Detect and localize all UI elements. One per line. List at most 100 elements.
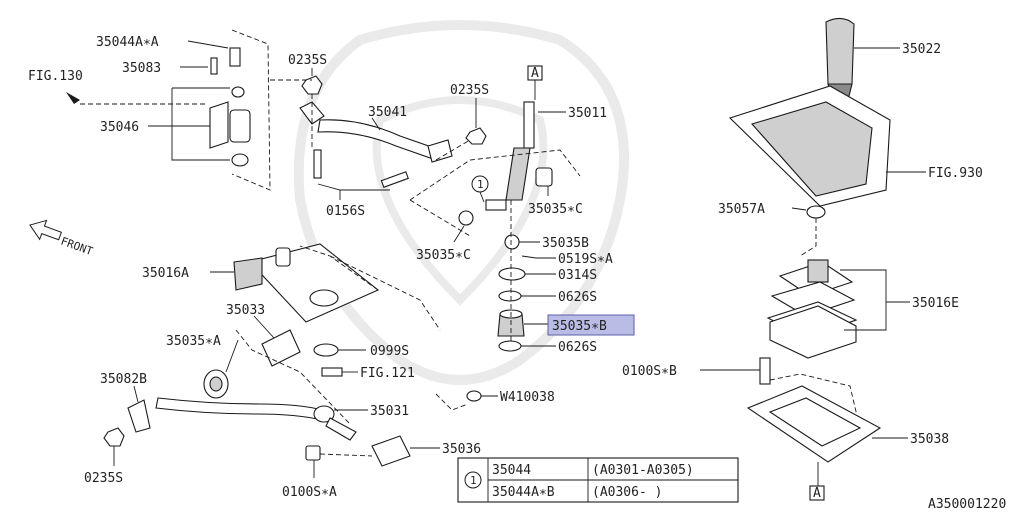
label-0519s-a[interactable]: 0519S∗A	[558, 252, 613, 267]
label-35016e[interactable]: 35016E	[912, 296, 959, 311]
part-35044a-a-pin[interactable]	[229, 47, 241, 67]
part-35082b[interactable]	[127, 399, 151, 433]
label-0100s-a[interactable]: 0100S∗A	[282, 485, 337, 500]
label-35035b-highlight[interactable]: 35035∗B	[552, 319, 607, 334]
group-35011	[409, 65, 581, 352]
label-35044a-a[interactable]: 35044A∗A	[96, 35, 159, 50]
label-0626s-1[interactable]: 0626S	[558, 290, 597, 305]
front-arrow	[29, 219, 63, 241]
part-w410038[interactable]	[466, 390, 482, 402]
part-35035b[interactable]	[504, 234, 520, 250]
labels: 35044A∗A 35083 FIG.130 35046 0235S 0235S…	[28, 35, 1006, 512]
part-shift-boot[interactable]	[751, 101, 873, 197]
label-front: FRONT	[59, 235, 95, 259]
part-0235s-nut-1[interactable]	[301, 75, 323, 95]
part-0235s-nut-3[interactable]	[103, 427, 125, 447]
part-35031-rod[interactable]	[155, 397, 323, 421]
label-35046[interactable]: 35046	[100, 120, 139, 135]
part-0314s[interactable]	[498, 267, 526, 281]
part-0999s[interactable]	[313, 343, 339, 357]
fig130-arrow	[66, 92, 80, 104]
part-35044-pin[interactable]	[485, 199, 507, 211]
group-35016a	[103, 243, 498, 478]
group-35041	[270, 68, 487, 200]
part-35031-tip[interactable]	[325, 417, 357, 441]
part-0626s-2[interactable]	[498, 340, 522, 352]
part-35046-bracket[interactable]	[209, 101, 229, 149]
legend-row-2-part: 35044A∗B	[492, 485, 555, 500]
label-35038[interactable]: 35038	[910, 432, 949, 447]
part-35036[interactable]	[371, 435, 411, 467]
label-fig130[interactable]: FIG.130	[28, 69, 83, 84]
label-35082b[interactable]: 35082B	[100, 372, 147, 387]
part-35046-body[interactable]	[229, 109, 251, 143]
part-0235s-nut-2[interactable]	[465, 127, 487, 145]
diagram-id: A350001220	[928, 497, 1006, 512]
label-35041[interactable]: 35041	[368, 105, 407, 120]
part-0100s-a[interactable]	[305, 445, 321, 461]
label-35022[interactable]: 35022	[902, 42, 941, 57]
part-35033[interactable]	[261, 329, 301, 367]
highlight-35035b	[547, 314, 635, 336]
part-35016a-post[interactable]	[275, 247, 291, 267]
label-35083[interactable]: 35083	[122, 61, 161, 76]
label-0999s[interactable]: 0999S	[370, 344, 409, 359]
watermark-logo	[293, 20, 629, 385]
label-35035a[interactable]: 35035∗A	[166, 334, 221, 349]
part-bushing-top[interactable]	[231, 86, 245, 98]
part-35011-lever[interactable]	[505, 147, 531, 201]
label-circle-1: 1	[477, 178, 484, 191]
legend-row-2-range: (A0306- )	[592, 485, 662, 500]
label-35035b[interactable]: 35035B	[542, 236, 589, 251]
part-35035c-left[interactable]	[458, 210, 474, 226]
part-35016a-plate[interactable]	[248, 243, 380, 323]
part-35016e-boss	[807, 259, 829, 283]
part-35016a-boot[interactable]	[233, 257, 263, 291]
part-35035a-inner	[209, 376, 223, 392]
group-35046	[66, 29, 271, 191]
label-box-a-top: A	[531, 66, 539, 81]
label-35011[interactable]: 35011	[568, 106, 607, 121]
part-bushing-bottom[interactable]	[231, 153, 249, 167]
label-0314s[interactable]: 0314S	[558, 268, 597, 283]
part-0626s-1[interactable]	[498, 290, 522, 302]
legend-index: 1	[470, 474, 477, 487]
label-fig930[interactable]: FIG.930	[928, 166, 983, 181]
label-0156s[interactable]: 0156S	[326, 204, 365, 219]
label-box-a-bottom: A	[813, 486, 821, 501]
part-35016e-base[interactable]	[769, 305, 857, 359]
part-0156s-bolt-1[interactable]	[313, 149, 322, 179]
part-0100s-b[interactable]	[759, 357, 771, 385]
part-35011-rod[interactable]	[523, 101, 535, 149]
label-35016a[interactable]: 35016A	[142, 266, 189, 281]
ref-box-a-bottom	[809, 485, 825, 501]
part-35083[interactable]	[210, 57, 218, 75]
legend-index-circle	[464, 471, 482, 489]
label-35035c-left[interactable]: 35035∗C	[416, 248, 471, 263]
label-35057a[interactable]: 35057A	[718, 202, 765, 217]
part-0156s-bolt-2[interactable]	[380, 171, 409, 188]
label-35033[interactable]: 35033	[226, 303, 265, 318]
part-fig121-bolt[interactable]	[321, 367, 343, 377]
label-w410038[interactable]: W410038	[500, 390, 555, 405]
part-0519s-a[interactable]	[521, 255, 537, 259]
label-35031[interactable]: 35031	[370, 404, 409, 419]
part-35057a[interactable]	[806, 205, 826, 219]
label-0235s-3[interactable]: 0235S	[84, 471, 123, 486]
group-console	[700, 17, 926, 501]
part-35038-opening	[768, 397, 862, 447]
label-0235s-2[interactable]: 0235S	[450, 83, 489, 98]
part-35041-bracket[interactable]	[427, 139, 453, 163]
label-fig121[interactable]: FIG.121	[360, 366, 415, 381]
label-35036[interactable]: 35036	[442, 442, 481, 457]
part-35031-end[interactable]	[313, 405, 335, 423]
part-35016a-socket[interactable]	[309, 289, 339, 307]
part-35035c-right[interactable]	[535, 167, 553, 187]
label-0626s-2[interactable]: 0626S	[558, 340, 597, 355]
label-35035c-right[interactable]: 35035∗C	[528, 202, 583, 217]
label-0235s-1[interactable]: 0235S	[288, 53, 327, 68]
legend-row-1-part: 35044	[492, 463, 531, 478]
part-35022-knob[interactable]	[825, 17, 855, 89]
label-0100s-b[interactable]: 0100S∗B	[622, 364, 677, 379]
